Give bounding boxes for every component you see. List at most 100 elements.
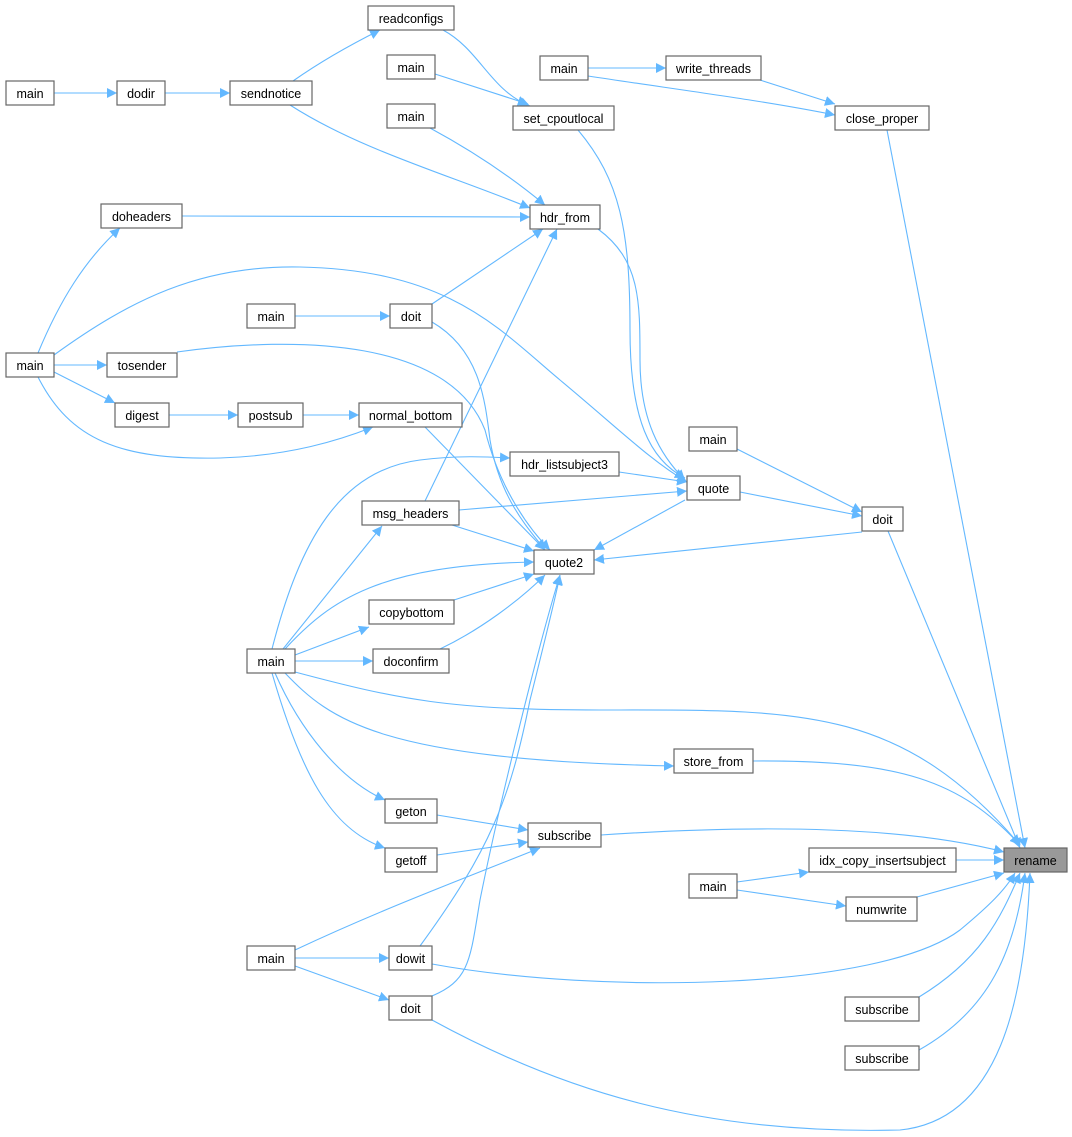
node-dodir[interactable]: dodir bbox=[116, 80, 166, 106]
node-box bbox=[808, 847, 957, 873]
node-label: hdr_listsubject3 bbox=[521, 458, 608, 472]
edge-doit_a-to-quote2 bbox=[431, 321, 546, 551]
node-digest[interactable]: digest bbox=[114, 402, 170, 428]
node-box bbox=[116, 80, 166, 106]
edge-doconfirm-to-quote2 bbox=[439, 574, 546, 650]
node-close-proper[interactable]: close_proper bbox=[834, 105, 930, 131]
node-box bbox=[237, 402, 304, 428]
edge-dowit-to-rename bbox=[431, 872, 1016, 984]
node-label: doheaders bbox=[112, 210, 171, 224]
node-doit-b[interactable]: doit bbox=[861, 506, 904, 532]
edge-doit_a-to-hdr_from bbox=[431, 228, 544, 305]
node-box bbox=[512, 105, 615, 131]
node-main-c[interactable]: main bbox=[5, 80, 55, 106]
edge-main_h-to-msg_headers bbox=[282, 525, 383, 650]
edge-tosender-to-quote2 bbox=[176, 343, 551, 551]
edge-geton-to-subscribe_a bbox=[436, 814, 529, 834]
edge-doit_c-to-rename bbox=[431, 872, 1035, 1131]
node-store-from[interactable]: store_from bbox=[673, 748, 754, 774]
node-label: main bbox=[257, 952, 284, 966]
edge-main_b-to-close_proper bbox=[587, 75, 836, 118]
edge-main_j-to-doit_c bbox=[294, 965, 390, 1002]
node-sendnotice[interactable]: sendnotice bbox=[229, 80, 313, 106]
node-box bbox=[372, 648, 450, 674]
edge-main_f-to-doheaders bbox=[37, 227, 121, 354]
node-label: quote2 bbox=[545, 556, 583, 570]
node-rename[interactable]: rename bbox=[1003, 847, 1068, 873]
node-label: main bbox=[699, 880, 726, 894]
node-postsub[interactable]: postsub bbox=[237, 402, 304, 428]
edge-sendnotice-to-readconfigs bbox=[292, 29, 381, 82]
node-doit-a[interactable]: doit bbox=[389, 303, 433, 329]
node-label: numwrite bbox=[856, 903, 907, 917]
node-main-f[interactable]: main bbox=[5, 352, 55, 378]
node-box bbox=[527, 822, 602, 848]
edge-quote-to-doit_b bbox=[739, 491, 863, 519]
node-hdr-listsubject3[interactable]: hdr_listsubject3 bbox=[509, 451, 620, 477]
node-box bbox=[529, 204, 601, 230]
node-subscribe-c[interactable]: subscribe bbox=[844, 1045, 920, 1071]
node-main-d[interactable]: main bbox=[386, 103, 436, 129]
node-normal-bottom[interactable]: normal_bottom bbox=[358, 402, 463, 428]
node-box bbox=[361, 500, 460, 526]
node-label: write_threads bbox=[675, 62, 751, 76]
node-getoff[interactable]: getoff bbox=[384, 847, 438, 873]
node-box bbox=[386, 54, 436, 80]
edge-write_threads-to-close_proper bbox=[759, 79, 836, 106]
edge-main_d-to-hdr_from bbox=[429, 127, 546, 206]
node-dowit[interactable]: dowit bbox=[388, 945, 433, 971]
node-box bbox=[686, 475, 741, 501]
edge-main_j-to-subscribe_a bbox=[294, 847, 541, 951]
edge-sendnotice-to-hdr_from bbox=[289, 104, 531, 209]
node-geton[interactable]: geton bbox=[384, 798, 438, 824]
node-box bbox=[246, 303, 296, 329]
node-main-h[interactable]: main bbox=[246, 648, 296, 674]
node-copybottom[interactable]: copybottom bbox=[368, 599, 455, 625]
edge-main_g-to-doit_b bbox=[736, 448, 863, 513]
node-idx[interactable]: idx_copy_insertsubject bbox=[808, 847, 957, 873]
node-main-g[interactable]: main bbox=[688, 426, 738, 452]
node-tosender[interactable]: tosender bbox=[106, 352, 178, 378]
node-box bbox=[845, 896, 918, 922]
node-subscribe-b[interactable]: subscribe bbox=[844, 996, 920, 1022]
edge-subscribe_a-to-rename bbox=[600, 828, 1005, 855]
node-readconfigs[interactable]: readconfigs bbox=[367, 5, 455, 31]
edge-msg_headers-to-quote bbox=[458, 486, 688, 511]
node-hdr-from[interactable]: hdr_from bbox=[529, 204, 601, 230]
edge-doit_b-to-quote2 bbox=[593, 531, 863, 564]
node-msg-headers[interactable]: msg_headers bbox=[361, 500, 460, 526]
node-label: subscribe bbox=[855, 1052, 909, 1066]
node-main-b[interactable]: main bbox=[539, 55, 589, 81]
node-label: dowit bbox=[396, 952, 426, 966]
edge-main_a-to-set_cpoutlocal bbox=[434, 73, 529, 106]
node-label: rename bbox=[1014, 854, 1056, 868]
node-main-a[interactable]: main bbox=[386, 54, 436, 80]
node-numwrite[interactable]: numwrite bbox=[845, 896, 918, 922]
node-label: quote bbox=[698, 482, 729, 496]
node-label: dodir bbox=[127, 87, 155, 101]
node-label: normal_bottom bbox=[369, 409, 452, 423]
edge-dowit-to-quote2 bbox=[419, 574, 563, 947]
edge-subscribe_b-to-rename bbox=[918, 872, 1021, 998]
node-set-cpoutlocal[interactable]: set_cpoutlocal bbox=[512, 105, 615, 131]
node-label: digest bbox=[125, 409, 159, 423]
node-doheaders[interactable]: doheaders bbox=[100, 203, 183, 229]
node-main-e[interactable]: main bbox=[246, 303, 296, 329]
node-box bbox=[389, 303, 433, 329]
node-main-j[interactable]: main bbox=[246, 945, 296, 971]
node-doit-c[interactable]: doit bbox=[388, 995, 433, 1021]
node-write-threads[interactable]: write_threads bbox=[665, 55, 762, 81]
node-doconfirm[interactable]: doconfirm bbox=[372, 648, 450, 674]
node-box bbox=[844, 1045, 920, 1071]
node-quote[interactable]: quote bbox=[686, 475, 741, 501]
edge-numwrite-to-rename bbox=[916, 870, 1005, 898]
node-label: postsub bbox=[249, 409, 293, 423]
node-main-i[interactable]: main bbox=[688, 873, 738, 899]
node-box bbox=[367, 5, 455, 31]
node-subscribe-a[interactable]: subscribe bbox=[527, 822, 602, 848]
node-quote2[interactable]: quote2 bbox=[533, 549, 595, 575]
node-label: main bbox=[397, 110, 424, 124]
node-label: copybottom bbox=[379, 606, 444, 620]
